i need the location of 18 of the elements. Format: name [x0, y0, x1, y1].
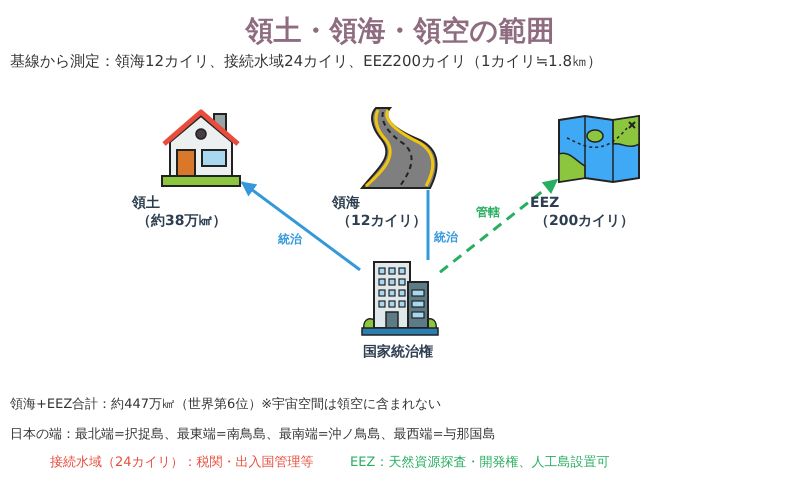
- note-text: EEZ：天然資源探査・開発権、人工島設置可: [350, 455, 610, 471]
- node-caption: （12カイリ）: [337, 213, 426, 230]
- node-caption: （約38万㎢）: [137, 213, 226, 230]
- node-caption: 領海: [332, 195, 360, 212]
- note-text: 領海+EEZ合計：約447万㎢（世界第6位）※宇宙空間は領空に含まれない: [10, 397, 442, 413]
- edge-label: 管轄: [474, 205, 502, 220]
- edge-label: 統治: [432, 230, 460, 244]
- node-caption: 領土: [132, 195, 160, 212]
- title: 領土・領海・領空の範囲: [244, 14, 556, 48]
- node-caption: （200カイリ）: [535, 213, 634, 230]
- edge-label: 統治: [276, 232, 304, 246]
- note-text: 日本の端：最北端=択捉島、最東端=南鳥島、最南端=沖ノ鳥島、最西端=与那国島: [10, 427, 496, 443]
- node-caption: 国家統治権: [363, 344, 433, 361]
- arrow: [240, 181, 361, 272]
- note-text: 基線から測定：領海12カイリ、接続水域24カイリ、EEZ200カイリ（1カイリ≒1.8㎞）: [10, 52, 602, 70]
- note-text: 接続水域（24カイリ）：税関・出入国管理等: [50, 455, 314, 471]
- node-caption: EEZ: [530, 195, 560, 212]
- arrow: [439, 178, 558, 274]
